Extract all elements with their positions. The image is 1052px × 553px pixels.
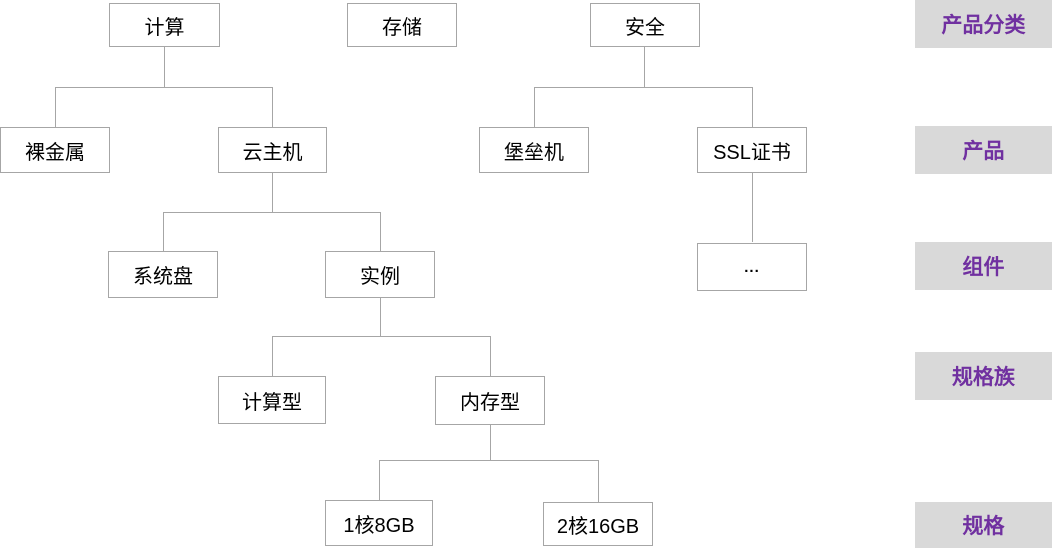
connector-line [380,298,381,336]
connector-line [272,336,490,337]
node-security: 安全 [590,3,700,47]
node-bastion: 堡垒机 [479,127,589,173]
connector-line [752,87,753,127]
connector-line [534,87,535,127]
node-ssl-cert: SSL证书 [697,127,807,173]
node-bare-metal: 裸金属 [0,127,110,173]
connector-line [752,173,753,242]
connector-line [490,336,491,376]
node-storage: 存储 [347,3,457,47]
level-label-product: 产品 [915,126,1052,174]
node-compute: 计算 [109,3,220,47]
node-spec-2c16g: 2核16GB [543,502,653,546]
node-memory-type: 内存型 [435,376,545,425]
connector-line [379,460,380,500]
connector-line [534,87,753,88]
node-instance: 实例 [325,251,435,298]
level-label-component: 组件 [915,242,1052,290]
node-spec-1c8g: 1核8GB [325,500,433,546]
connector-line [272,336,273,376]
level-label-spec-family: 规格族 [915,352,1052,400]
node-compute-type: 计算型 [218,376,326,424]
connector-line [644,47,645,87]
connector-line [598,460,599,502]
connector-line [55,87,56,127]
connector-line [379,460,599,461]
connector-line [163,212,381,213]
connector-line [163,212,164,251]
connector-line [272,173,273,212]
level-label-product-category: 产品分类 [915,0,1052,48]
node-system-disk: 系统盘 [108,251,218,298]
connector-line [490,425,491,460]
node-cloud-host: 云主机 [218,127,327,173]
level-label-spec: 规格 [915,502,1052,548]
connector-line [272,87,273,127]
connector-line [380,212,381,251]
node-ellipsis: ... [697,243,807,291]
connector-line [164,47,165,87]
connector-line [55,87,273,88]
